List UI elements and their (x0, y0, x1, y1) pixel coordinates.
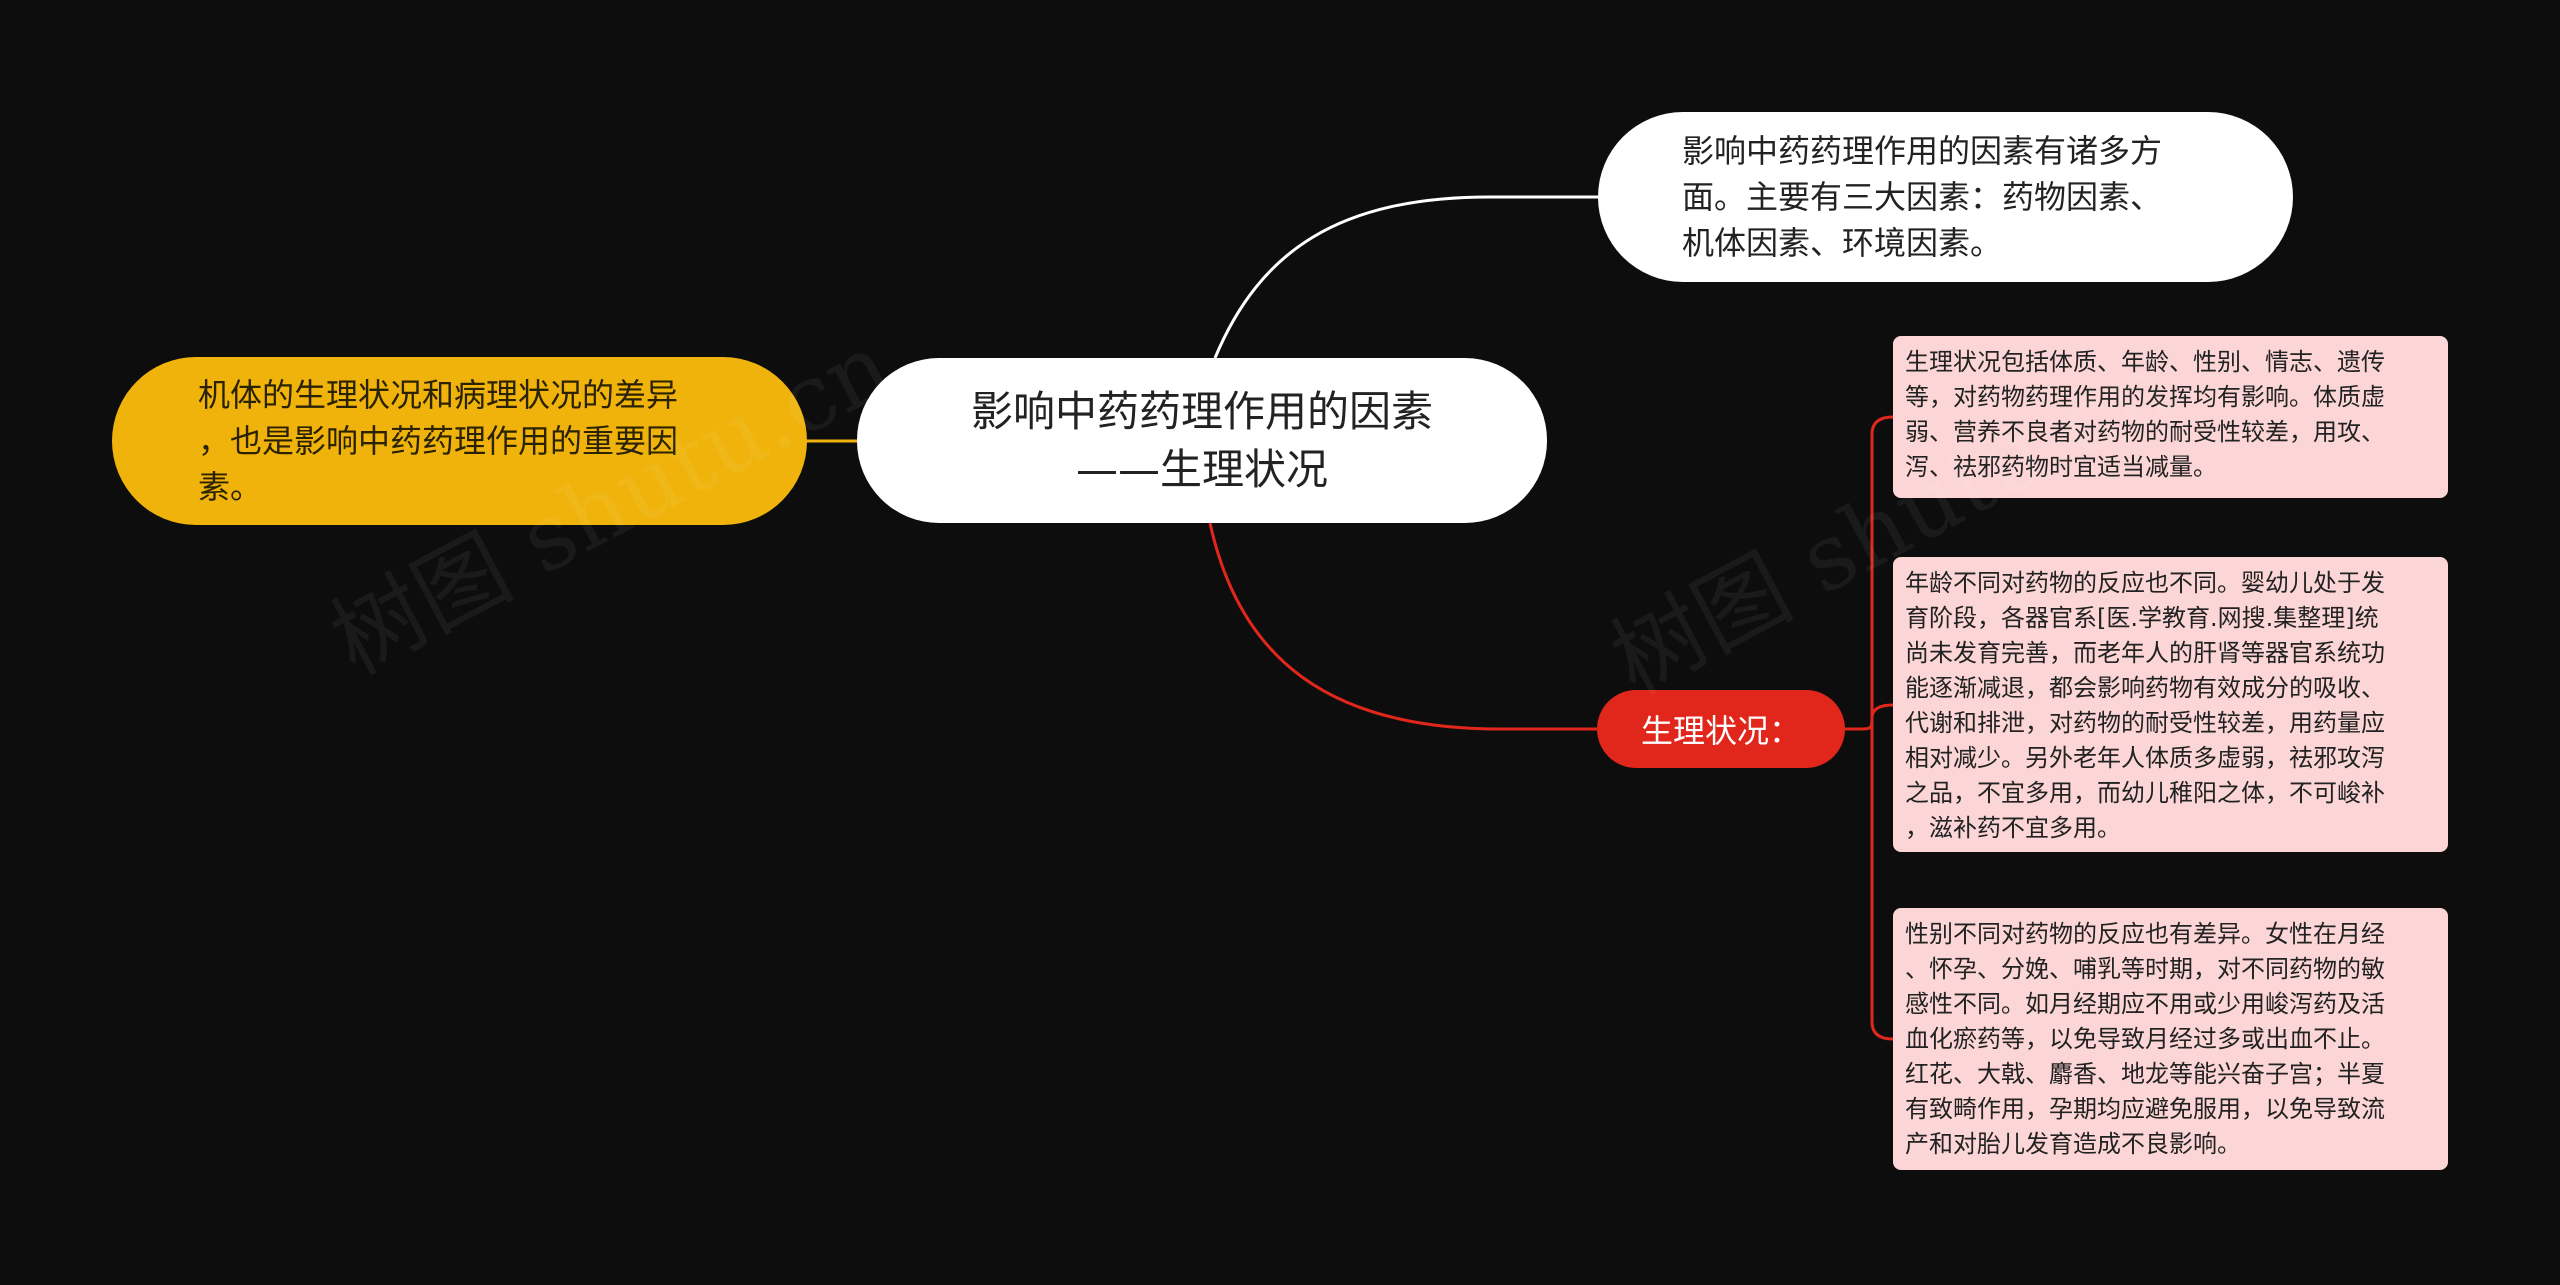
summary-connector (1213, 195, 1598, 359)
detail-node-gender[interactable]: 性别不同对药物的反应也有差异。女性在月经 、怀孕、分娩、哺乳等时期，对不同药物的… (1893, 908, 2448, 1170)
summary-text: 影响中药药理作用的因素有诸多方 面。主要有三大因素：药物因素、 机体因素、环境因… (1682, 132, 2163, 262)
root-title: 影响中药药理作用的因素 ——生理状况 (970, 386, 1433, 494)
left-note-text: 机体的生理状况和病理状况的差异 ，也是影响中药药理作用的重要因 素。 (198, 376, 679, 506)
root-node[interactable]: 影响中药药理作用的因素 ——生理状况 (857, 358, 1547, 523)
detail-node-age[interactable]: 年龄不同对药物的反应也不同。婴幼儿处于发 育阶段，各器官系[医.学教育.网搜.集… (1893, 557, 2448, 852)
detail-2-connector (1870, 703, 1894, 729)
branch-label: 生理状况： (1640, 712, 1801, 750)
detail-text: 年龄不同对药物的反应也不同。婴幼儿处于发 育阶段，各器官系[医.学教育.网搜.集… (1905, 569, 2385, 842)
detail-3-connector (1870, 729, 1894, 1041)
branch-connector (1208, 522, 1597, 731)
branch-node[interactable]: 生理状况： (1597, 690, 1845, 768)
summary-node[interactable]: 影响中药药理作用的因素有诸多方 面。主要有三大因素：药物因素、 机体因素、环境因… (1598, 112, 2293, 282)
detail-1-connector (1845, 415, 1894, 731)
left-note-node[interactable]: 机体的生理状况和病理状况的差异 ，也是影响中药药理作用的重要因 素。 (112, 357, 807, 525)
detail-text: 生理状况包括体质、年龄、性别、情志、遗传 等，对药物药理作用的发挥均有影响。体质… (1905, 348, 2385, 481)
detail-node-constitution[interactable]: 生理状况包括体质、年龄、性别、情志、遗传 等，对药物药理作用的发挥均有影响。体质… (1893, 336, 2448, 498)
detail-text: 性别不同对药物的反应也有差异。女性在月经 、怀孕、分娩、哺乳等时期，对不同药物的… (1905, 920, 2385, 1158)
